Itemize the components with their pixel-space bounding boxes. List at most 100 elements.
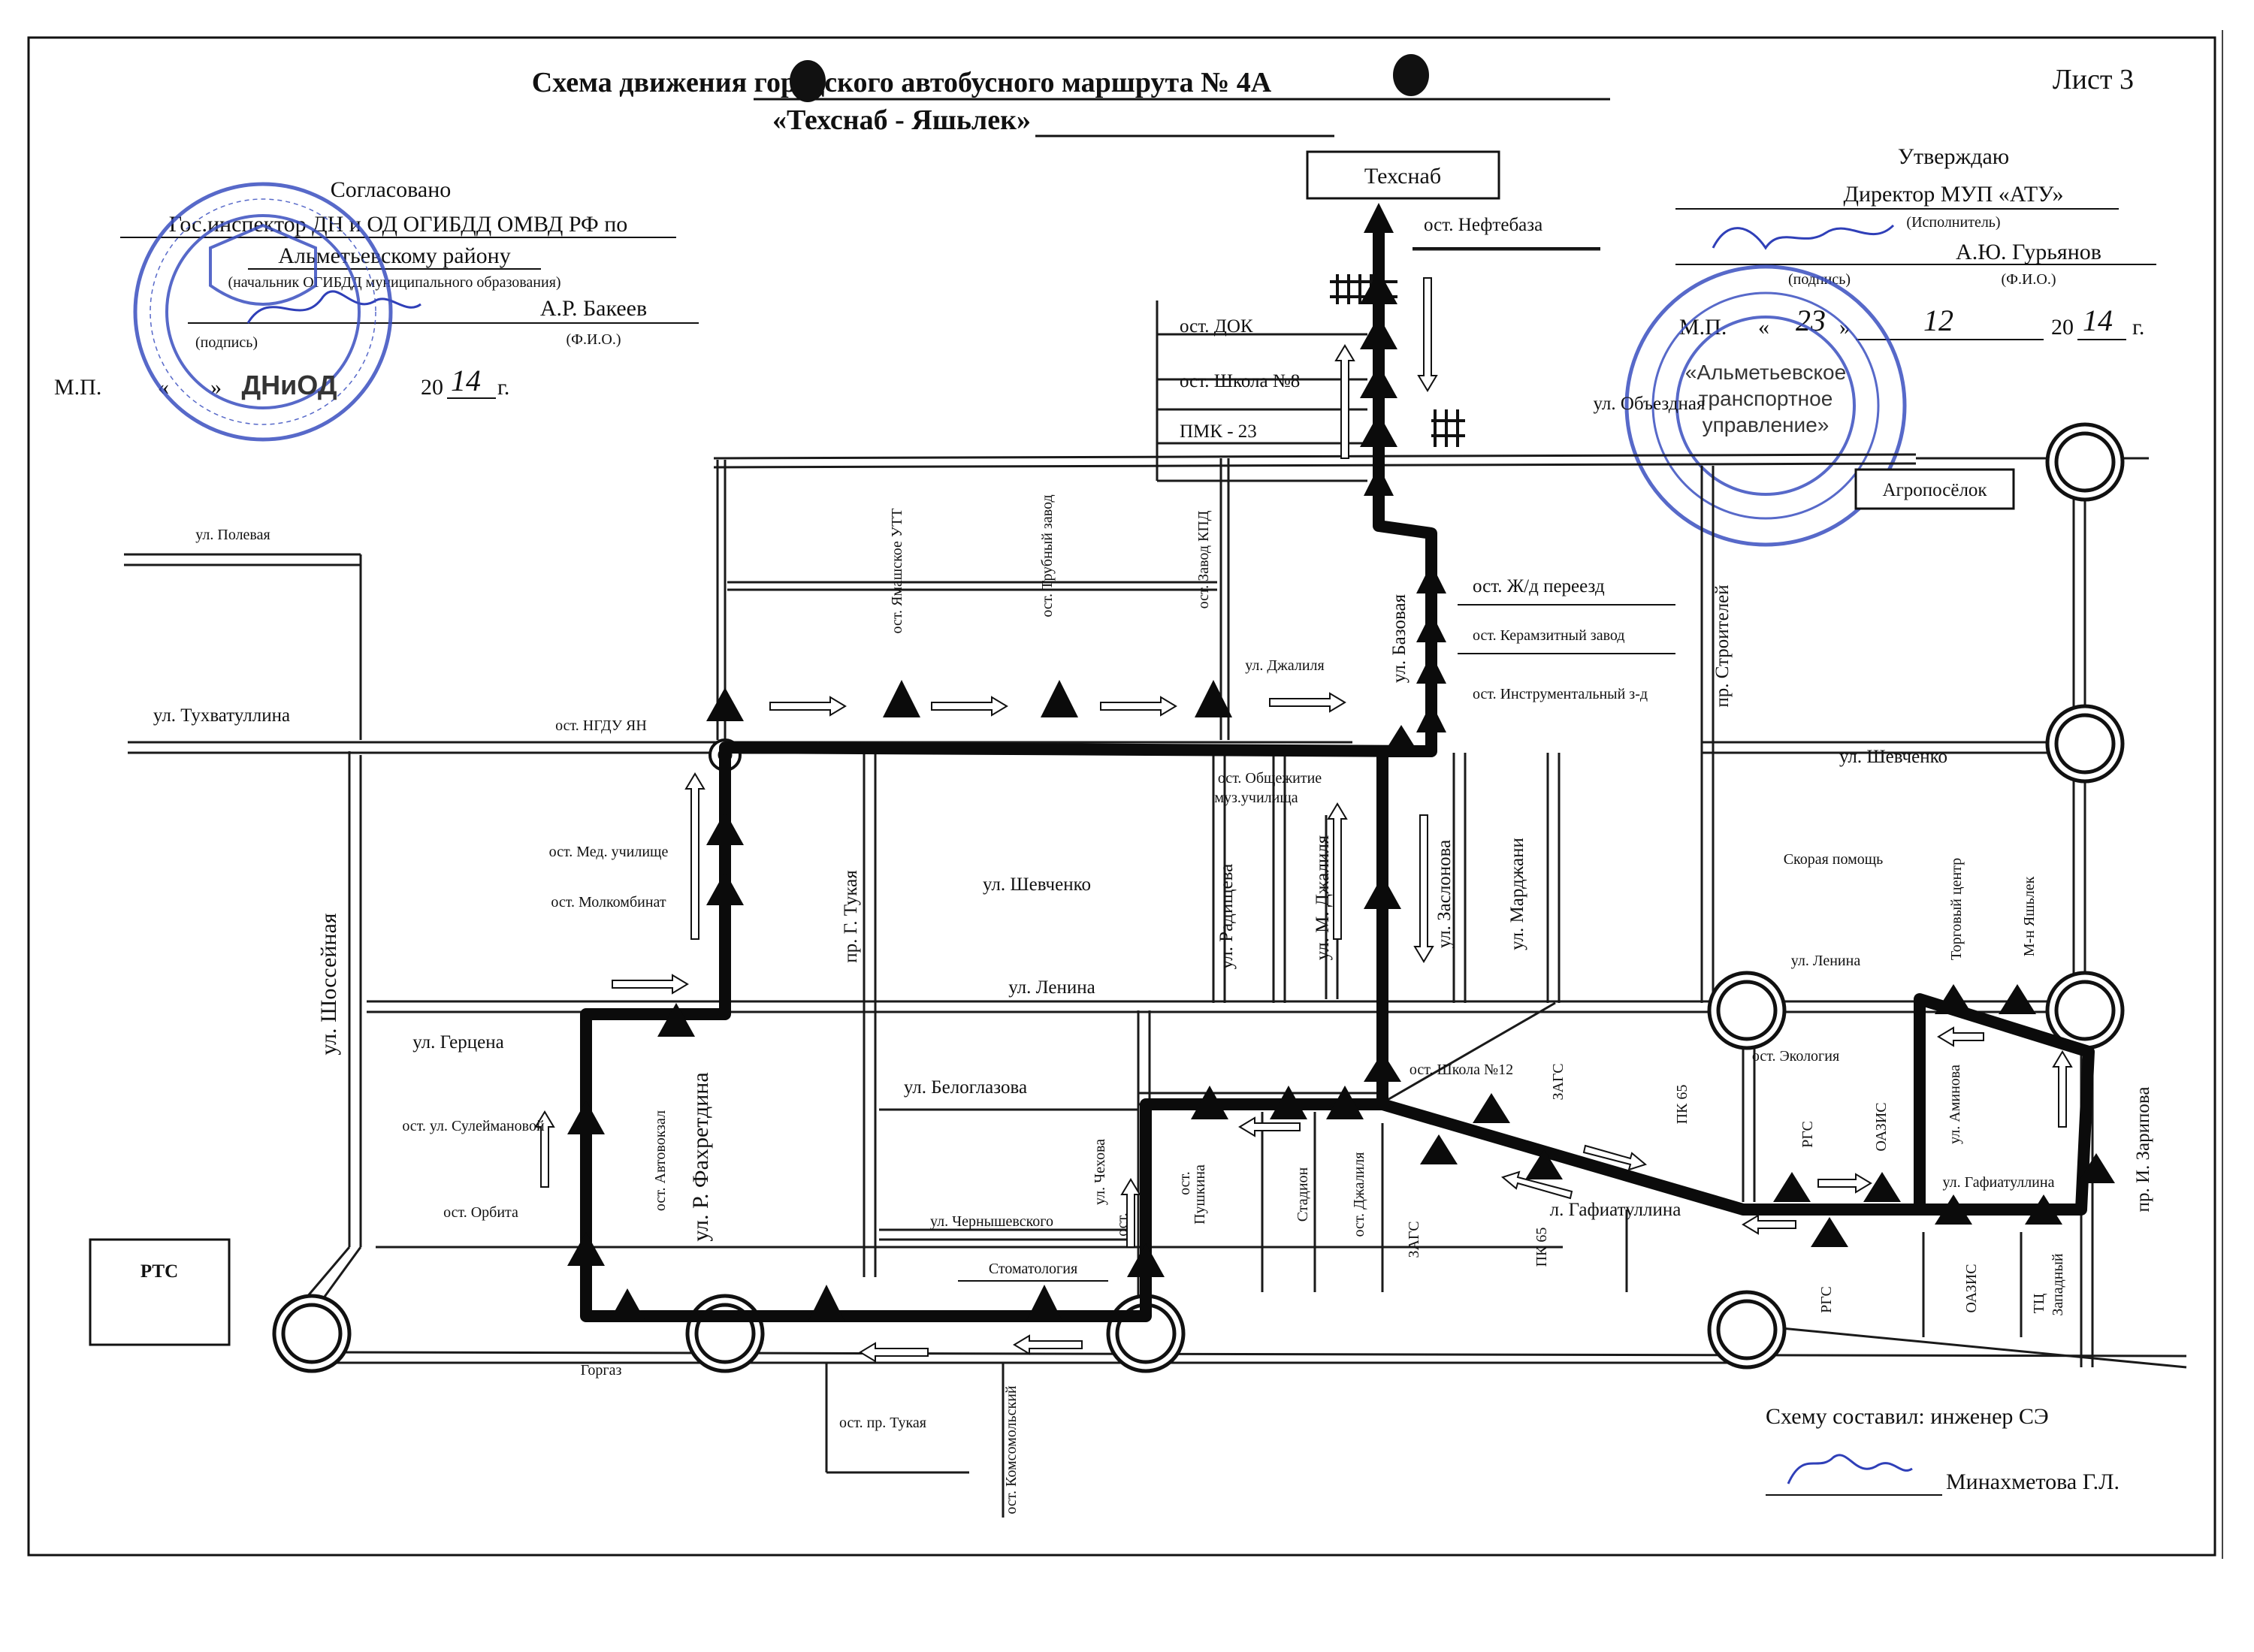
stop-komsomol: ост. Комсомольский bbox=[1003, 1385, 1020, 1515]
stop-molk: ост. Молкомбинат bbox=[551, 894, 666, 911]
approval-left-sign-caption: (подпись) bbox=[195, 334, 258, 351]
street-m-dzhalilya: ул. М. Джалиля bbox=[1313, 835, 1333, 960]
street-gafiatullina-small: ул. Гафиатуллина bbox=[1943, 1174, 2055, 1191]
direction-arrows bbox=[534, 277, 2073, 1363]
street-lenina-right: ул. Ленина bbox=[1791, 953, 1861, 969]
stop-zapadny: Западный bbox=[2050, 1253, 2066, 1316]
stop-dzhalilya: ост. Джалиля bbox=[1351, 1152, 1367, 1237]
stop-pk65-bottom: ПК 65 bbox=[1533, 1228, 1550, 1267]
approval-right-mp: М.П. bbox=[1679, 315, 1727, 340]
street-gafiatullina: л. Гафиатуллина bbox=[1550, 1200, 1681, 1220]
stop-dok: ост. ДОК bbox=[1180, 316, 1253, 337]
approval-right-label: Утверждаю bbox=[1898, 144, 2009, 169]
approval-right-month-hand: 12 bbox=[1923, 304, 1953, 337]
stop-zhd: ост. Ж/д переезд bbox=[1473, 576, 1605, 596]
street-radishcheva: ул. Радищева bbox=[1216, 864, 1237, 969]
street-network bbox=[124, 248, 2187, 1518]
stamp-left: ДНиОД bbox=[133, 182, 393, 442]
street-beloglazova: ул. Белоглазова bbox=[904, 1077, 1027, 1098]
landmark-skoraya: Скорая помощь bbox=[1784, 851, 1884, 868]
stop-yamash: ост. Ямашское УТТ bbox=[889, 508, 905, 633]
stop-tc: ТЦ bbox=[2031, 1294, 2047, 1314]
stamp-right: «Альметьевское транспортное управление» bbox=[1624, 264, 1907, 547]
signature-left bbox=[246, 290, 421, 324]
stop-torg: Торговый центр bbox=[1948, 858, 1965, 960]
stop-obshch-line2: муз.училища bbox=[1214, 790, 1298, 806]
stop-yashlek: М-н Яшьлек bbox=[2021, 876, 2038, 956]
approval-right-year-hand: 14 bbox=[2083, 304, 2113, 337]
stop-oazis-top: ОАЗИС bbox=[1873, 1102, 1890, 1151]
stop-chehova: ост. bbox=[1114, 1213, 1131, 1237]
approval-right-year-suffix: г. bbox=[2132, 315, 2144, 340]
street-tukaya: пр. Г. Тукая bbox=[841, 870, 861, 963]
map-title: Схема движения городского автобусного ма… bbox=[532, 67, 1272, 98]
stamp-left-center-text: ДНиОД bbox=[242, 370, 337, 400]
footer: Схему составил: инженер СЭ Минахметова Г… bbox=[1766, 1404, 2120, 1496]
street-polevaya: ул. Полевая bbox=[195, 527, 270, 543]
street-fahretdina: ул. Р. Фахретдина bbox=[688, 1072, 713, 1241]
approval-left-line1: Гос.инспектор ДН и ОД ОГИБДД ОМВД РФ по bbox=[169, 212, 628, 237]
approval-right-fio-caption: (Ф.И.О.) bbox=[2001, 271, 2056, 288]
street-zaslonova: ул. Заслонова bbox=[1434, 840, 1455, 949]
approval-right-day-close: » bbox=[1839, 315, 1851, 340]
street-dzhalilya-top: ул. Джалиля bbox=[1245, 657, 1324, 674]
stop-orbita: ост. Орбита bbox=[443, 1204, 518, 1221]
signature-footer bbox=[1787, 1454, 1913, 1484]
approval-left-name: А.Р. Бакеев bbox=[540, 296, 647, 321]
stop-suleym: ост. ул. Сулеймановой bbox=[402, 1118, 545, 1134]
stamp-right-line1: «Альметьевское bbox=[1685, 361, 1846, 384]
street-shevchenko-right: ул. Шевченко bbox=[1839, 747, 1947, 767]
street-obezdnaya: ул. Объездная bbox=[1594, 394, 1706, 414]
stop-neftebaza: ост. Нефтебаза bbox=[1424, 215, 1542, 235]
street-chernyshevskogo: ул. Чернышевского bbox=[930, 1213, 1053, 1230]
stop-oazis-bottom: ОАЗИС bbox=[1963, 1264, 1980, 1312]
sheet-number: Лист 3 bbox=[2053, 64, 2134, 95]
stop-pushkina-line1: ост. bbox=[1177, 1171, 1193, 1195]
stop-med: ост. Мед. училище bbox=[549, 844, 669, 860]
approval-left-fio-caption: (Ф.И.О.) bbox=[566, 331, 621, 348]
approval-right-year-prefix: 20 bbox=[2051, 315, 2074, 340]
stop-pk65-top: ПК 65 bbox=[1674, 1085, 1690, 1125]
stop-zags-top: ЗАГС bbox=[1550, 1063, 1567, 1100]
street-gertsena: ул. Герцена bbox=[412, 1032, 503, 1053]
street-tuhvatullina: ул. Тухватуллина bbox=[153, 705, 290, 726]
terminal-boxes: Техснаб Агропосёлок РТС bbox=[89, 150, 2015, 1346]
stop-instrum: ост. Инструментальный з-д bbox=[1473, 686, 1648, 702]
street-shosseynaya: ул. Шоссейная bbox=[316, 913, 341, 1055]
stop-stadion: Стадион bbox=[1295, 1167, 1311, 1222]
street-bazovaya: ул. Базовая bbox=[1389, 593, 1410, 683]
punch-hole-right bbox=[1393, 54, 1429, 96]
approval-right-role-caption: (Исполнитель) bbox=[1906, 214, 2000, 231]
page-frame bbox=[27, 36, 2216, 1557]
stop-tukaya: ост. пр. Тукая bbox=[839, 1415, 926, 1431]
header: Схема движения городского автобусного ма… bbox=[532, 54, 2134, 137]
stop-obshch-line1: ост. Общежитие bbox=[1218, 770, 1322, 787]
approval-right-line1: Директор МУП «АТУ» bbox=[1843, 182, 2063, 207]
approval-left-year-hand: 14 bbox=[451, 364, 481, 397]
street-shevchenko-mid: ул. Шевченко bbox=[983, 874, 1091, 895]
stop-keramzit: ост. Керамзитный завод bbox=[1473, 627, 1624, 644]
stop-ekologiya: ост. Экология bbox=[1752, 1048, 1839, 1065]
approval-left: Согласовано Гос.инспектор ДН и ОД ОГИБДД… bbox=[54, 177, 699, 400]
approval-left-year-prefix: 20 bbox=[421, 375, 443, 400]
stamp-right-line2: транспортное bbox=[1699, 387, 1833, 410]
stop-rgs-bottom: РГС bbox=[1818, 1286, 1835, 1313]
terminal-rts: РТС bbox=[140, 1261, 178, 1282]
route-name: «Техснаб - Яшьлек» bbox=[772, 104, 1031, 136]
stop-kpd: ост. Завод КПД bbox=[1195, 510, 1212, 609]
stop-stomat: Стоматология bbox=[989, 1261, 1077, 1277]
approval-right-day-hand: 23 bbox=[1796, 304, 1826, 337]
street-stroiteley: пр. Строителей bbox=[1712, 584, 1733, 707]
punch-hole-left bbox=[790, 60, 826, 102]
stop-shkola12: ост. Школа №12 bbox=[1410, 1062, 1513, 1078]
footer-composed: Схему составил: инженер СЭ bbox=[1766, 1404, 2049, 1429]
stop-shkola8: ост. Школа №8 bbox=[1180, 371, 1300, 391]
stamp-right-line3: управление» bbox=[1703, 413, 1829, 436]
street-lenina: ул. Ленина bbox=[1008, 977, 1095, 998]
stop-rgs-top: РГС bbox=[1799, 1121, 1816, 1148]
street-labels: ул. Полевая ул. Тухватуллина ул. Шоссейн… bbox=[153, 394, 2153, 1242]
stop-gorgaz: Горгаз bbox=[581, 1362, 622, 1379]
stop-avtovokzal: ост. Автовокзал bbox=[652, 1110, 669, 1211]
stop-markers bbox=[567, 203, 2115, 1322]
